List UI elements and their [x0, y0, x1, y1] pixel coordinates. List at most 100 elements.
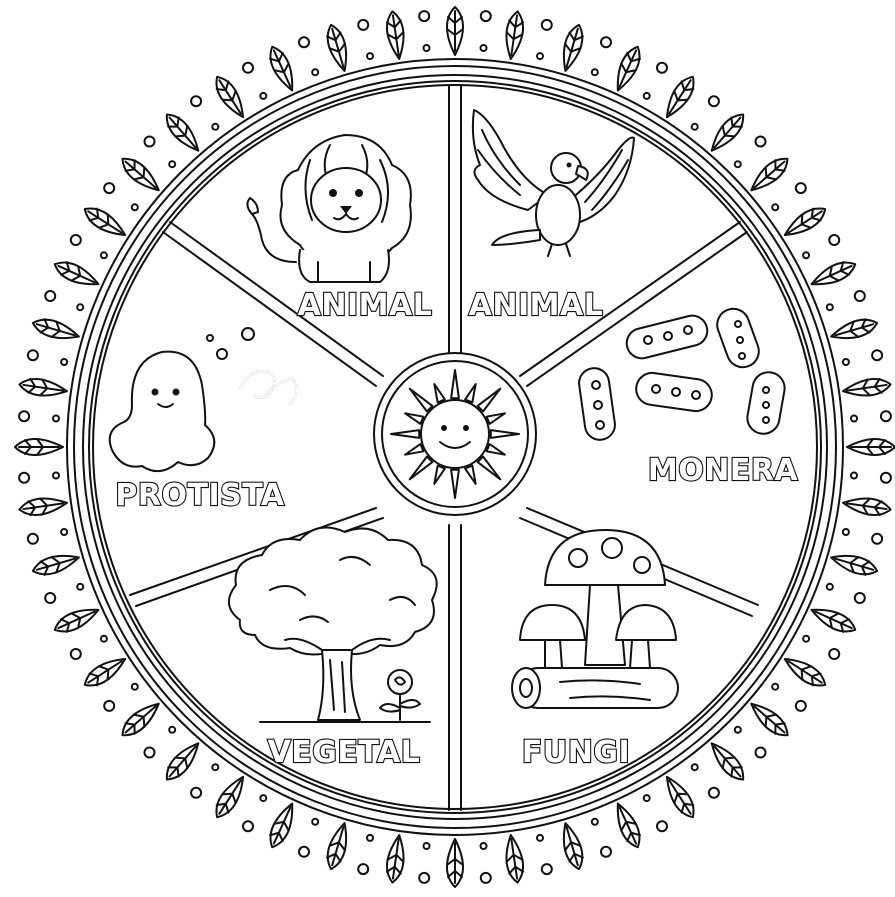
dot-ornament — [77, 584, 83, 590]
dot-ornament — [709, 96, 719, 106]
dot-ornament — [829, 649, 839, 659]
dot-ornament — [537, 53, 543, 59]
label-animal-right: ANIMAL — [469, 288, 604, 323]
smiling-sun-icon — [374, 353, 536, 515]
dot-ornament — [855, 593, 865, 603]
dot-ornament — [657, 821, 667, 831]
leaf-icon — [117, 698, 164, 742]
dot-ornament — [19, 473, 29, 483]
leaf-icon — [15, 439, 63, 455]
dot-ornament — [481, 11, 491, 21]
dot-ornament — [542, 20, 552, 30]
leaf-icon — [323, 23, 352, 74]
dot-ornament — [881, 411, 891, 421]
dot-ornament — [803, 252, 809, 258]
dot-ornament — [367, 53, 373, 59]
leaf-icon — [265, 43, 299, 93]
dot-ornament — [260, 795, 266, 801]
leaf-icon — [384, 834, 407, 884]
dot-ornament — [692, 764, 698, 770]
label-fungi: FUNGI — [522, 735, 630, 770]
dot-ornament — [61, 529, 67, 535]
dot-ornament — [212, 124, 218, 130]
eagle-icon — [473, 110, 634, 256]
leaf-icon — [611, 800, 645, 850]
dot-ornament — [644, 795, 650, 801]
leaf-icon — [558, 821, 587, 872]
dot-ornament — [132, 684, 138, 690]
dot-ornament — [104, 183, 114, 193]
dot-ornament — [592, 69, 598, 75]
leaf-icon — [323, 821, 352, 872]
dot-ornament — [145, 748, 155, 758]
dot-ornament — [45, 291, 55, 301]
leaf-icon — [18, 495, 68, 518]
dot-ornament — [827, 304, 833, 310]
dot-ornament — [367, 835, 373, 841]
dot-ornament — [71, 649, 81, 659]
dot-ornament — [28, 350, 38, 360]
dot-ornament — [19, 411, 29, 421]
leaf-icon — [31, 550, 82, 579]
dot-ornament — [796, 183, 806, 193]
dot-ornament — [260, 93, 266, 99]
dot-ornament — [243, 63, 253, 73]
dot-ornament — [299, 37, 309, 47]
dot-ornament — [657, 63, 667, 73]
leaf-icon — [780, 202, 829, 241]
dot-ornament — [644, 93, 650, 99]
leaf-icon — [842, 376, 892, 399]
dot-ornament — [872, 534, 882, 544]
dot-ornament — [45, 593, 55, 603]
dot-ornament — [772, 204, 778, 210]
dot-ornament — [61, 359, 67, 365]
leaf-icon — [746, 153, 793, 197]
label-protista: PROTISTA — [115, 478, 284, 513]
leaf-icon — [847, 439, 895, 455]
dot-ornament — [53, 416, 59, 422]
dot-ornament — [881, 473, 891, 483]
dot-ornament — [191, 788, 201, 798]
dot-ornament — [299, 847, 309, 857]
dot-ornament — [592, 819, 598, 825]
dot-ornament — [169, 727, 175, 733]
leaf-icon — [161, 738, 205, 785]
leaf-icon — [706, 738, 750, 785]
dot-ornament — [101, 252, 107, 258]
dot-ornament — [243, 821, 253, 831]
dot-ornament — [312, 819, 318, 825]
leaf-icon — [503, 834, 526, 884]
dot-ornament — [843, 529, 849, 535]
dot-ornament — [481, 45, 487, 51]
leaf-icon — [706, 109, 750, 156]
leaf-icon — [780, 652, 829, 691]
leaf-icon — [829, 550, 880, 579]
dot-ornament — [756, 137, 766, 147]
leaf-icon — [842, 495, 892, 518]
leaf-icon — [829, 315, 880, 344]
dot-ornament — [419, 11, 429, 21]
leaf-icon — [210, 72, 249, 121]
dot-ornament — [481, 843, 487, 849]
bacteria-icon — [577, 304, 787, 441]
dot-ornament — [735, 161, 741, 167]
dot-ornament — [145, 137, 155, 147]
leaf-icon — [746, 698, 793, 742]
dot-ornament — [419, 873, 429, 883]
leaf-icon — [31, 315, 82, 344]
dot-ornament — [424, 843, 430, 849]
dot-ornament — [481, 873, 491, 883]
dot-ornament — [312, 69, 318, 75]
dot-ornament — [28, 534, 38, 544]
dot-ornament — [53, 473, 59, 479]
label-vegetal: VEGETAL — [268, 735, 421, 770]
dot-ornament — [692, 124, 698, 130]
dot-ornament — [71, 235, 81, 245]
dot-ornament — [601, 37, 611, 47]
lion-icon — [247, 135, 410, 282]
dot-ornament — [537, 835, 543, 841]
tree-icon — [229, 528, 437, 723]
dot-ornament — [843, 359, 849, 365]
leaf-icon — [117, 153, 164, 197]
